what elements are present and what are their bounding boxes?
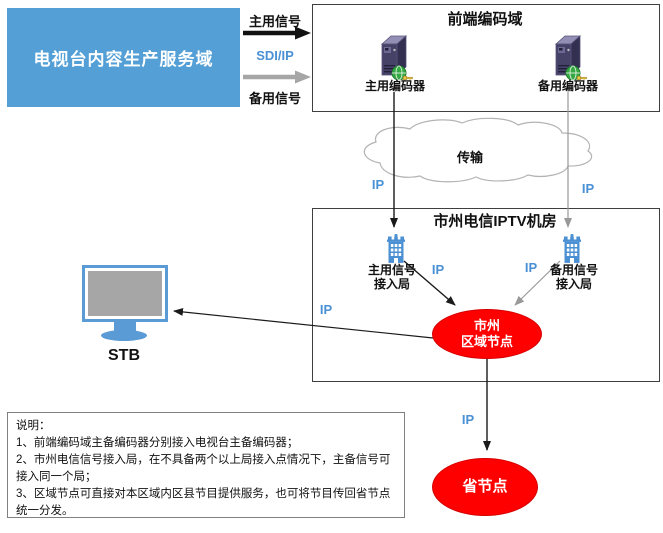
notes-title: 说明： [16,420,51,432]
producer-domain-label: 电视台内容生产服务域 [33,50,214,69]
stb-monitor-base [101,330,147,341]
stb-monitor-stand [114,322,136,332]
backup-signal-label: 备用信号 [248,91,301,106]
frontend-domain-title: 前端编码域 [447,11,523,28]
iptv-room-title: 市州电信IPTV机房 [433,213,557,230]
province-node: 省节点 [432,458,538,516]
backup-signal-arrowhead [295,70,311,84]
ip-label-main-transmission: IP [371,177,385,192]
note-item-2: 2、市州电信信号接入局，在不具备两个以上局接入点情况下，主备信号可接入同一个局； [16,454,391,483]
transmission-label: 传输 [456,150,483,165]
ip-label-province-link: IP [461,412,475,427]
notes-box: 说明： 1、前端编码域主备编码器分别接入电视台主备编码器； 2、市州电信信号接入… [7,412,405,518]
backup-encoder-label: 备用编码器 [537,79,598,93]
main-signal-label: 主用信号 [248,14,301,29]
ip-label-backup-transmission: IP [581,181,595,196]
backup-office-label: 备用信号 接入局 [549,263,598,291]
ip-label-backup-office: IP [524,260,538,275]
sdi-ip-label: SDI/IP [256,48,294,63]
ip-label-stb-link: IP [319,302,333,317]
stb-screen [88,271,162,316]
backup-access-office-building-icon [563,234,581,263]
regional-node: 市州 区域节点 [432,309,542,359]
note-item-1: 1、前端编码域主备编码器分别接入电视台主备编码器； [16,437,299,449]
key-glyph [402,75,413,81]
stb-label: STB [108,347,140,364]
frontend-encoding-domain-box [312,4,660,112]
producer-domain-box: 电视台内容生产服务域 [7,8,240,107]
main-access-office-building-icon [387,234,405,263]
main-encoder-label: 主用编码器 [364,79,425,93]
key-glyph [576,75,587,81]
ip-label-main-office: IP [431,262,445,277]
backup-encoder-server-icon [554,35,587,81]
main-encoder-server-icon [380,35,413,81]
main-office-label: 主用信号 接入局 [367,263,416,291]
note-item-3: 3、区域节点可直接对本区域内区县节目提供服务，也可将节目传回省节点统一分发。 [16,488,391,517]
stb-monitor-icon [82,265,168,322]
